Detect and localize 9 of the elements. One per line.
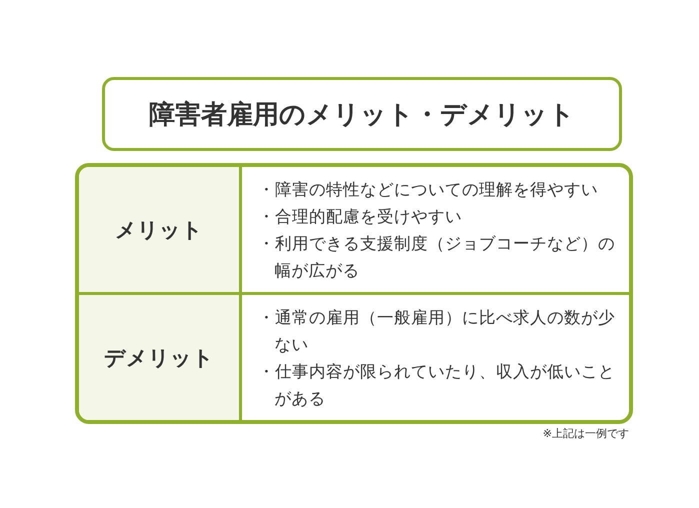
list-item: ・障害の特性などについての理解を得やすい (258, 178, 599, 200)
row-header: メリット (79, 167, 242, 292)
list-item: ・通常の雇用（一般雇用）に比べ求人の数が少ない (258, 306, 616, 356)
list-item: ・仕事内容が限られていたり、収入が低いことがある (258, 360, 616, 410)
row-header: デメリット (79, 295, 242, 420)
footnote: ※上記は一例です (542, 426, 629, 441)
list-item: ・利用できる支援制度（ジョブコーチなど）の幅が広がる (258, 232, 616, 282)
title-banner: 障害者雇用のメリット・デメリット (102, 77, 622, 151)
list-item: ・合理的配慮を受けやすい (258, 206, 463, 228)
